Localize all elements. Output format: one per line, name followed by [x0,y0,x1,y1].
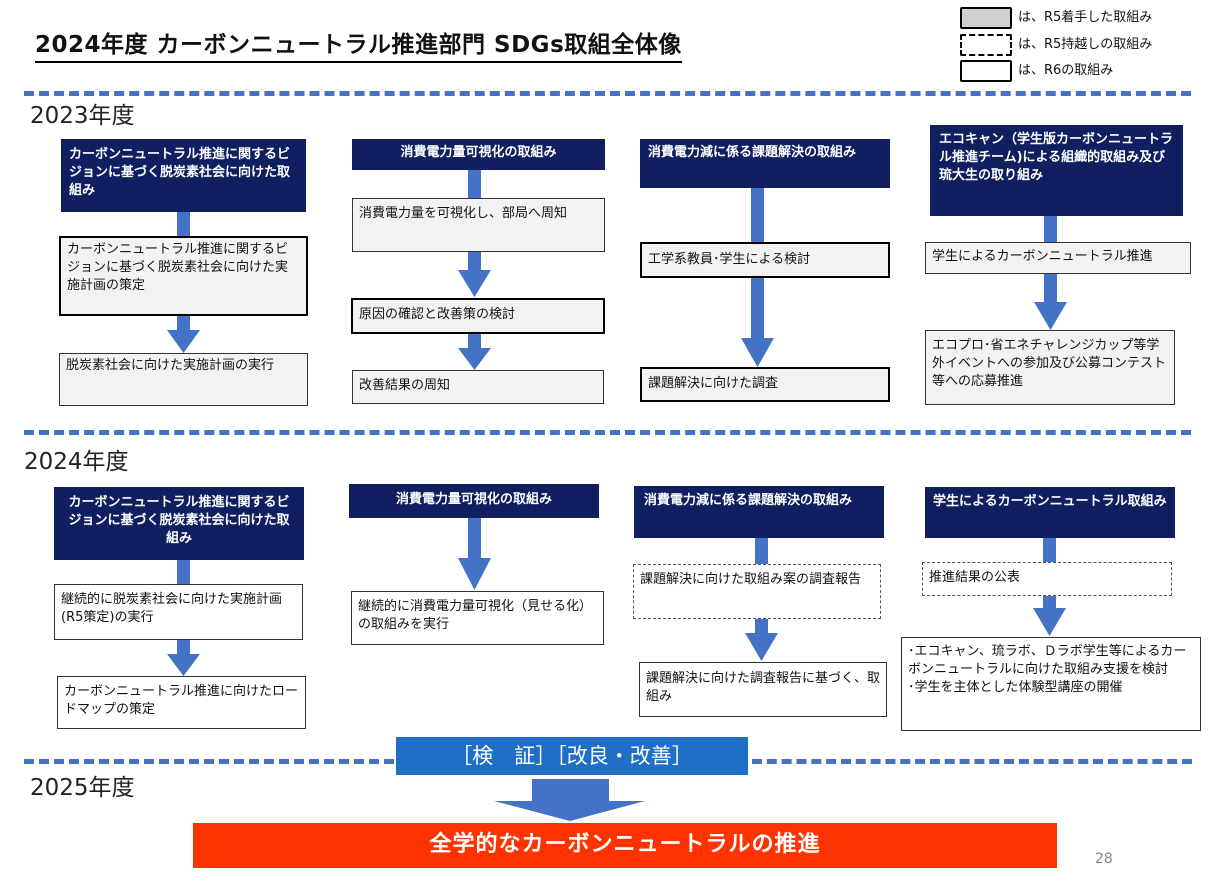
box-2024-proposal-report: 課題解決に向けた取組み案の調査報告 [633,564,881,619]
page-number: 28 [1095,851,1113,867]
header-2023-ecocan: エコキャン（学生版カーボンニュートラル推進チーム)による組織的取組み及び琉大生の… [930,125,1183,216]
box-2024-roadmap: カーボンニュートラル推進に向けたロードマップの策定 [57,676,306,729]
year-label-2023: 2023年度 [30,103,135,129]
verification-banner: ［検 証］［改良・改善］ [396,737,748,775]
legend-white-swatch [960,60,1012,82]
legend-gray-label: は、R5着手した取組み [1018,10,1153,25]
box-2024-support: ･エコキャン、琉ラボ、Ｄラボ学生等によるカーボンニュートラルに向けた取組み支援を… [901,637,1201,731]
box-2024-publish-results: 推進結果の公表 [922,562,1172,596]
box-2024-report-actions: 課題解決に向けた調査報告に基づく、取組み [639,662,887,717]
divider-2024 [24,430,1191,435]
box-2023-visualize-notify: 消費電力量を可視化し、部局へ周知 [352,198,605,252]
legend-dashed-label: は、R5持越しの取組み [1018,37,1153,52]
box-2023-events: エコプロ･省エネチャレンジカップ等学外イベントへの参加及び公募コンテスト等への応… [925,330,1175,405]
box-2023-faculty-review: 工学系教員･学生による検討 [640,242,890,278]
page-title: 2024年度 カーボンニュートラル推進部門 SDGs取組全体像 [35,30,682,63]
legend-dashed-swatch [960,34,1012,56]
divider-2025-right [752,759,1192,764]
year-label-2025: 2025年度 [30,775,135,801]
divider-2025-left [24,759,394,764]
box-2023-vision-plan: カーボンニュートラル推進に関するビジョンに基づく脱炭素社会に向けた実施計画の策定 [59,236,308,316]
box-2024-plan-execute: 継続的に脱炭素社会に向けた実施計画(R5策定)の実行 [54,584,303,640]
divider-2023 [24,91,1191,96]
legend-gray-swatch [960,7,1012,29]
box-2023-student-cn: 学生によるカーボンニュートラル推進 [925,242,1191,274]
box-2023-cause-review: 原因の確認と改善策の検討 [351,298,605,334]
box-2023-issue-survey: 課題解決に向けた調査 [640,367,890,402]
header-2023-power-reduction: 消費電力減に係る課題解決の取組み [640,139,890,188]
box-2024-visualize-continue: 継続的に消費電力量可視化（見せる化）の取組みを実行 [351,591,604,645]
box-2023-vision-execute: 脱炭素社会に向けた実施計画の実行 [59,353,308,406]
header-2024-visualization: 消費電力量可視化の取組み [349,484,599,518]
final-goal-bar: 全学的なカーボンニュートラルの推進 [193,823,1057,868]
header-2023-visualization: 消費電力量可視化の取組み [352,139,605,170]
legend-white-label: は、R6の取組み [1018,63,1114,78]
year-label-2024: 2024年度 [24,449,129,475]
header-2024-vision: カーボンニュートラル推進に関するビジョンに基づく脱炭素社会に向けた取組み [54,487,304,560]
header-2023-vision: カーボンニュートラル推進に関するビジョンに基づく脱炭素社会に向けた取組み [61,139,306,212]
header-2024-student: 学生によるカーボンニュートラル取組み [925,487,1175,538]
box-2023-improvement-notice: 改善結果の周知 [352,370,604,404]
header-2024-power-reduction: 消費電力減に係る課題解決の取組み [634,486,884,538]
